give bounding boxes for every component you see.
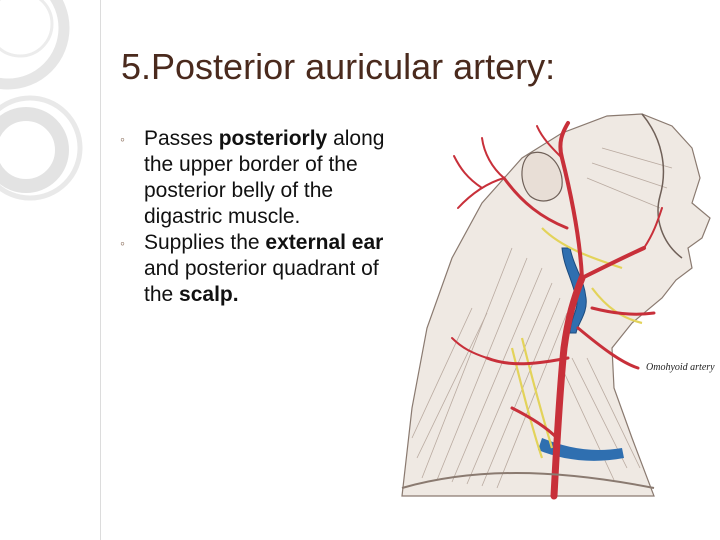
clavicle xyxy=(401,472,655,489)
bullet-item: ◦ Supplies the external ear and posterior… xyxy=(112,230,402,308)
neck-anatomy-illustration: Omohyoid artery xyxy=(401,113,715,500)
arteries xyxy=(451,121,663,500)
bullet-marker: ◦ xyxy=(120,131,125,147)
bullet-text: Passes xyxy=(144,127,219,150)
bullet-item: ◦ Passes posteriorly along the upper bord… xyxy=(112,126,402,230)
bullet-emphasis: posteriorly xyxy=(218,127,328,150)
bullet-marker: ◦ xyxy=(120,235,125,251)
bullet-emphasis: external ear xyxy=(265,231,384,254)
bullet-text: along the upper border of the posterior … xyxy=(144,127,385,228)
omohyoid-artery-label: Omohyoid artery xyxy=(646,362,715,373)
jugular-vein xyxy=(561,247,587,334)
decorative-circles xyxy=(0,0,83,201)
bullet-text: Supplies the xyxy=(144,231,266,254)
muscle-fibers xyxy=(411,147,673,489)
bullet-text: and posterior quadrant of the xyxy=(144,257,379,306)
face-profile xyxy=(641,113,683,259)
neck-silhouette xyxy=(401,113,711,497)
ear xyxy=(521,151,563,202)
slide-title: 5.Posterior auricular artery: xyxy=(121,46,556,87)
bullet-list: ◦ Passes posteriorly along the upper bord… xyxy=(112,126,402,308)
slide-divider xyxy=(100,0,101,540)
bullet-emphasis: scalp. xyxy=(179,283,239,306)
